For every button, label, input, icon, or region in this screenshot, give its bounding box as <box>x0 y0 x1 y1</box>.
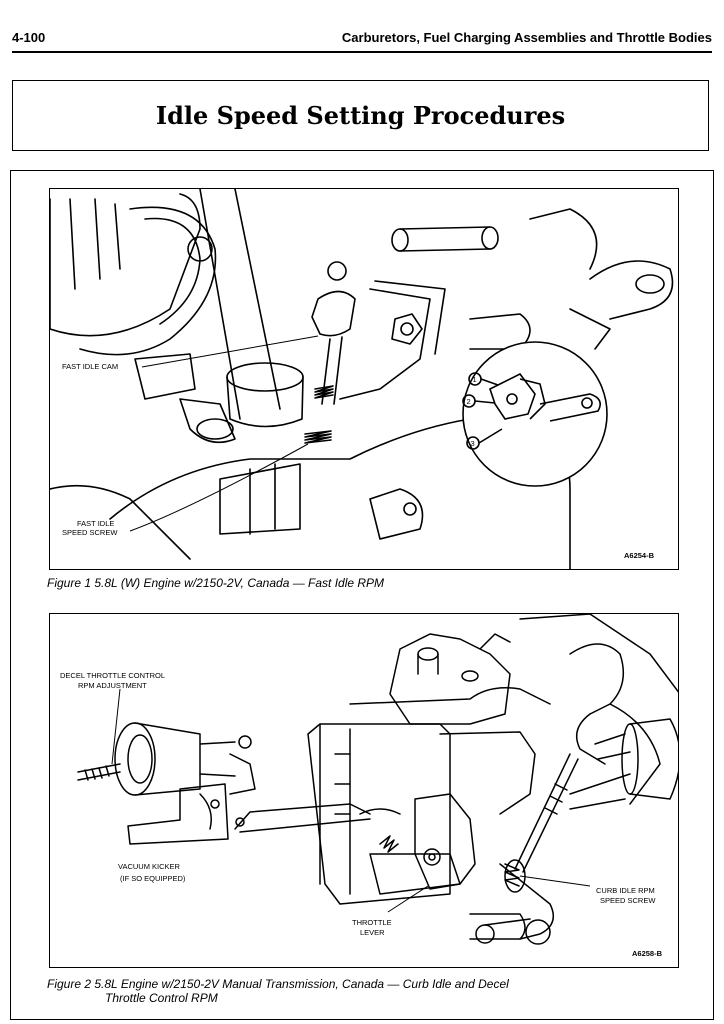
section-title: Idle Speed Setting Procedures <box>155 101 566 130</box>
callout-1: 1 <box>473 375 477 384</box>
curb-idle-illustration: DECEL THROTTLE CONTROL RPM ADJUSTMENT VA… <box>60 614 678 958</box>
callout-curb-idle-line2: SPEED SCREW <box>600 896 656 905</box>
callout-fast-idle-cam: FAST IDLE CAM <box>62 362 118 371</box>
figure-2-caption-line2: Throttle Control RPM <box>105 991 218 1005</box>
figure-1-caption: Figure 1 5.8L (W) Engine w/2150-2V, Cana… <box>47 576 385 590</box>
figures-frame: 1 2 3 FAST IDLE CAM FAST IDLE SPEED SCRE… <box>10 170 714 1020</box>
callout-throttle-lever-line2: LEVER <box>360 928 385 937</box>
callout-3: 3 <box>471 439 475 448</box>
callout-decel-line2: RPM ADJUSTMENT <box>78 681 147 690</box>
callout-throttle-lever-line1: THROTTLE <box>352 918 392 927</box>
callout-vacuum-kicker-line2: (IF SO EQUIPPED) <box>120 874 186 883</box>
callout-curb-idle-line1: CURB IDLE RPM <box>596 886 655 895</box>
figure-2-illustration: DECEL THROTTLE CONTROL RPM ADJUSTMENT VA… <box>49 613 679 968</box>
page-number: 4-100 <box>12 30 46 45</box>
figure-1-illustration: 1 2 3 FAST IDLE CAM FAST IDLE SPEED SCRE… <box>49 188 679 570</box>
fast-idle-illustration: 1 2 3 FAST IDLE CAM FAST IDLE SPEED SCRE… <box>50 189 674 569</box>
figure-1-code: A6254-B <box>624 551 655 560</box>
running-header: Carburetors, Fuel Charging Assemblies an… <box>341 30 712 45</box>
callout-fast-idle-speed-screw-line1: FAST IDLE <box>77 519 114 528</box>
callout-2: 2 <box>467 397 471 406</box>
section-title-box: Idle Speed Setting Procedures <box>12 80 709 151</box>
callout-vacuum-kicker-line1: VACUUM KICKER <box>118 862 181 871</box>
callout-fast-idle-speed-screw-line2: SPEED SCREW <box>62 528 118 537</box>
callout-decel-line1: DECEL THROTTLE CONTROL <box>60 671 165 680</box>
figure-2-caption-line1: Figure 2 5.8L Engine w/2150-2V Manual Tr… <box>47 977 509 991</box>
figure-2-code: A6258-B <box>632 949 663 958</box>
header-rule <box>12 51 712 53</box>
